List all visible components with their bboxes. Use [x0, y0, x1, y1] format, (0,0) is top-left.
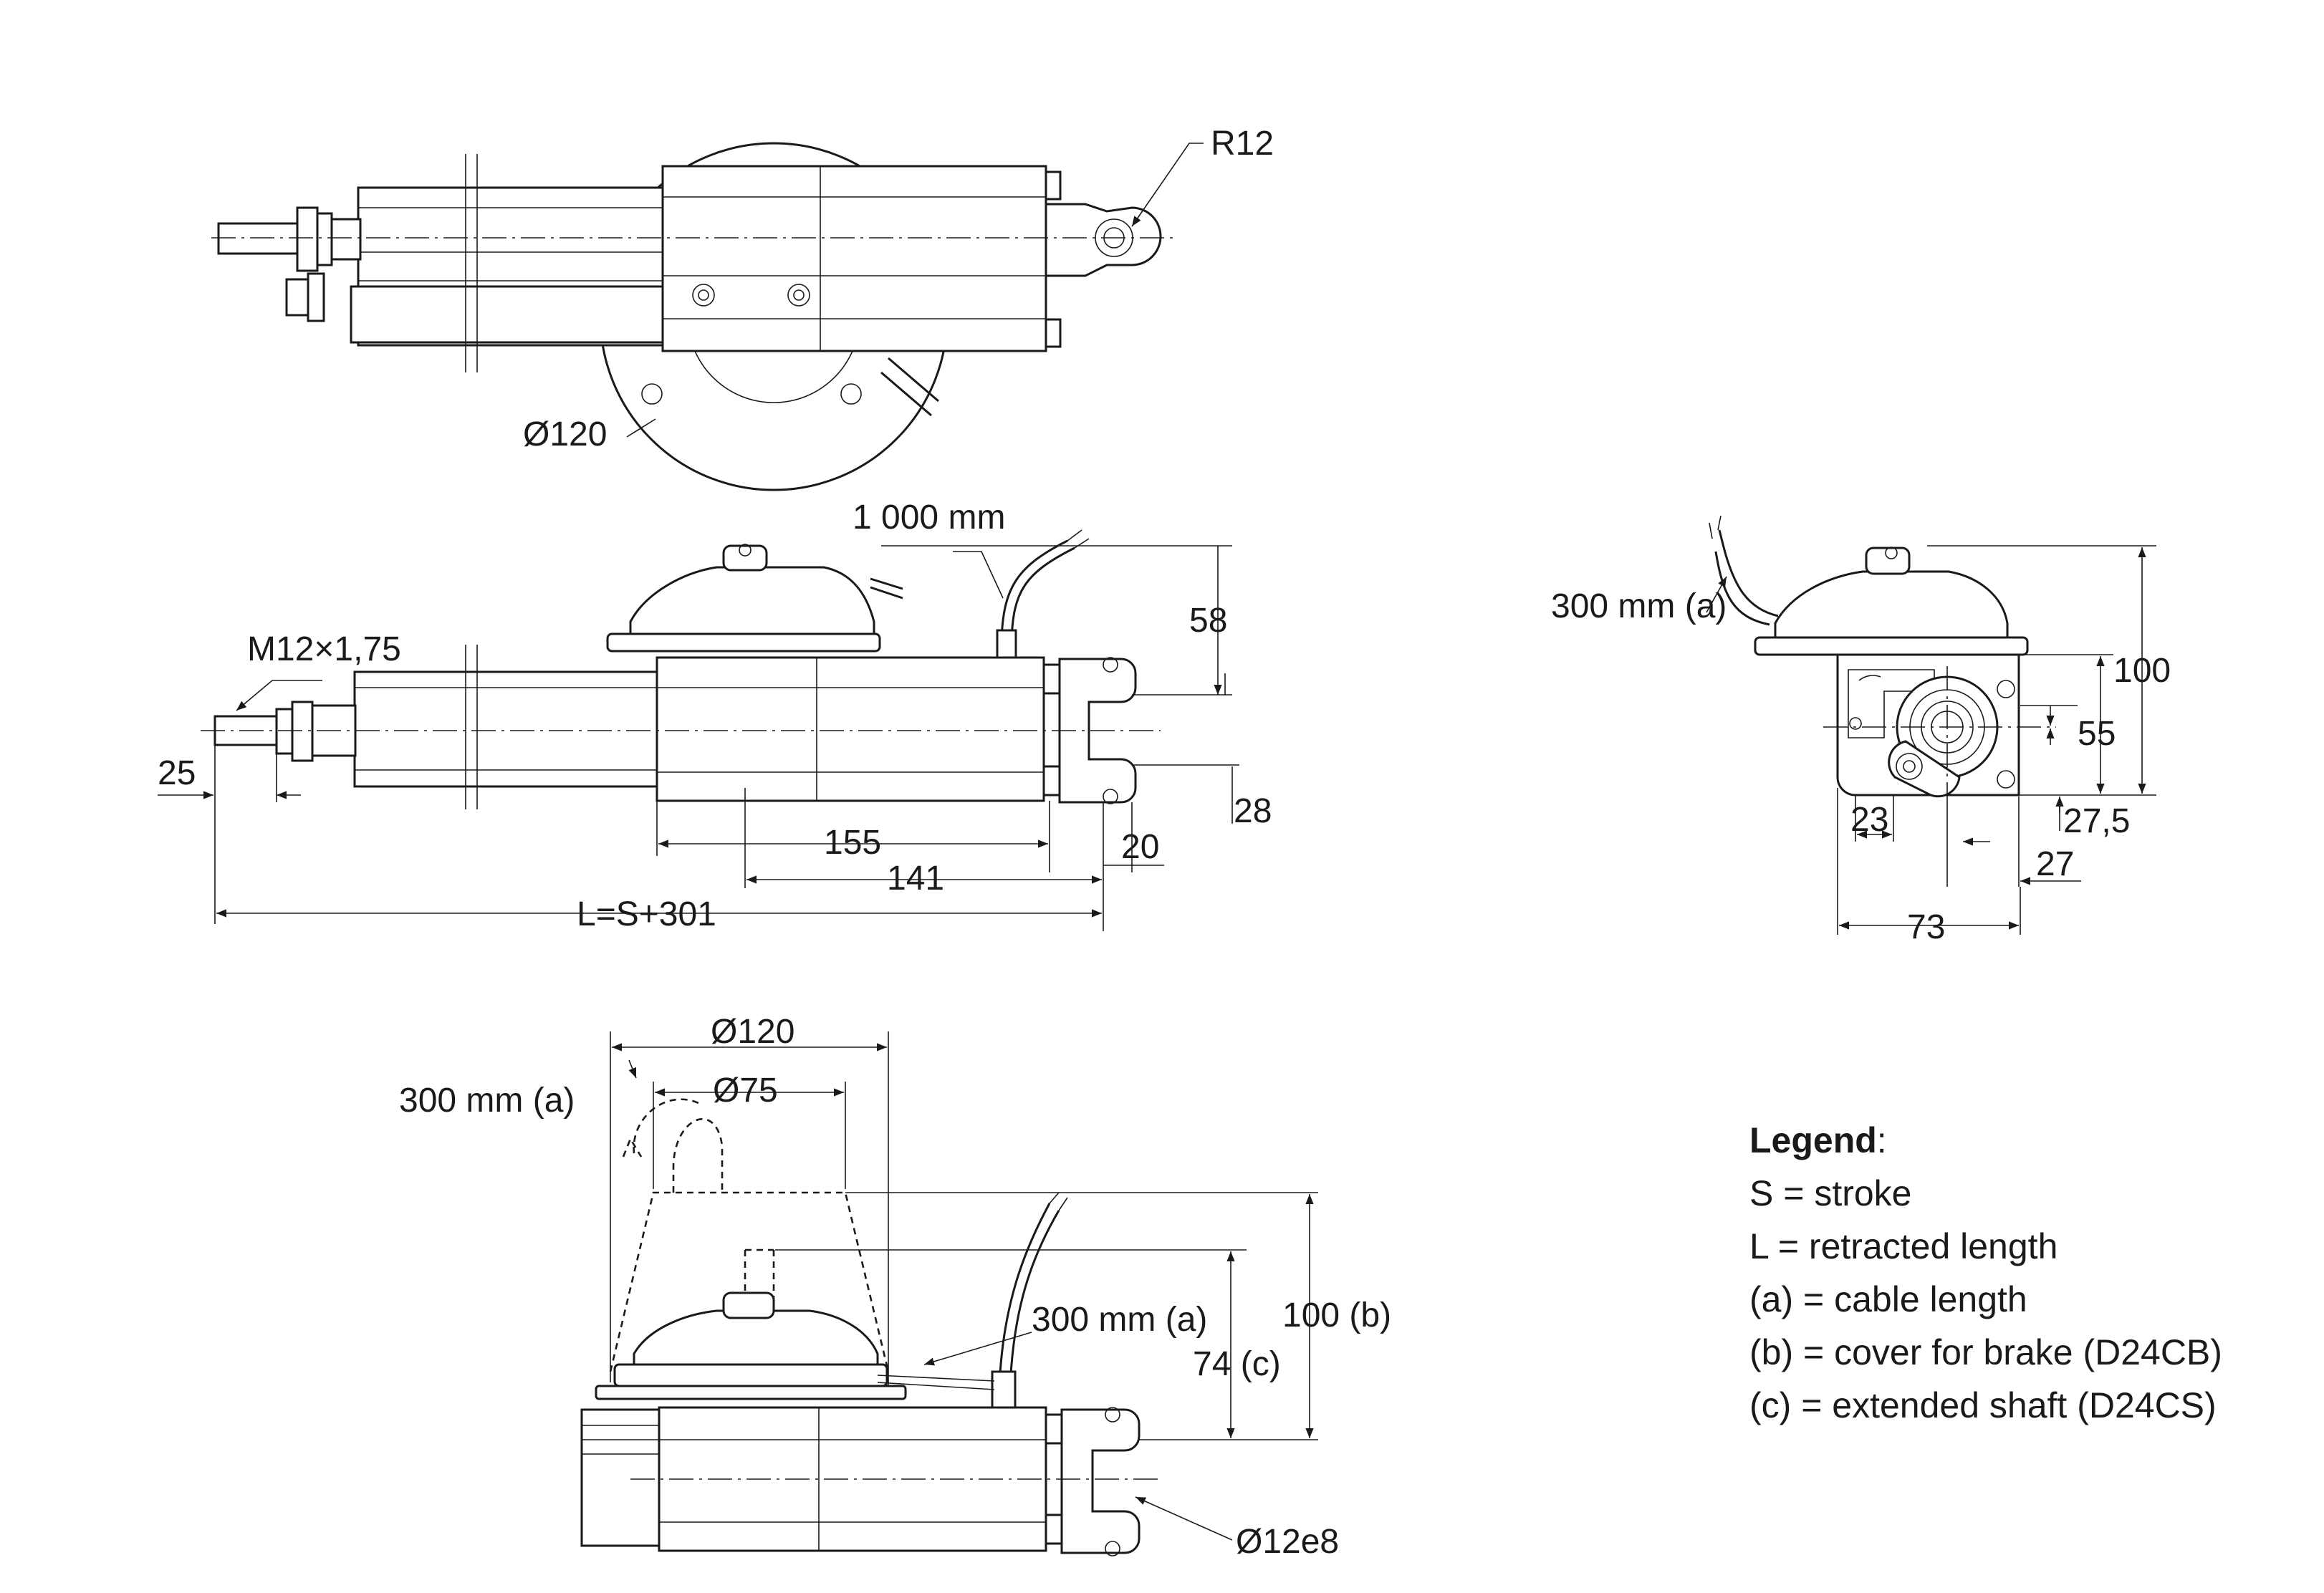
dim-28: 28 — [1234, 792, 1272, 830]
legend-item-cable-length: (a) = cable length — [1749, 1279, 2027, 1319]
dim-dia120-brake: Ø120 — [711, 1013, 794, 1051]
dim-dia12e8: Ø12e8 — [1236, 1523, 1339, 1561]
top-view-dimension-labels: R12 Ø120 — [523, 125, 1274, 453]
dim-55: 55 — [2078, 715, 2116, 753]
dim-dia75: Ø75 — [713, 1072, 778, 1110]
side-view-dimension-labels: 1 000 mm M12×1,75 58 25 28 155 141 20 L=… — [158, 499, 1272, 933]
dim-27-5: 27,5 — [2063, 802, 2130, 840]
dim-27: 27 — [2036, 845, 2074, 883]
dim-length: L=S+301 — [577, 895, 716, 933]
dim-cable-300a-left: 300 mm (a) — [399, 1082, 575, 1120]
side-view — [158, 529, 1239, 931]
legend-title-text: Legend — [1749, 1120, 1877, 1160]
dim-58: 58 — [1189, 602, 1227, 640]
dim-73: 73 — [1907, 908, 1945, 946]
dim-20: 20 — [1121, 828, 1159, 866]
dim-r12: R12 — [1211, 125, 1274, 163]
dim-25: 25 — [158, 754, 196, 792]
legend-item-stroke: S = stroke — [1749, 1173, 1912, 1213]
dim-141: 141 — [887, 860, 944, 897]
gearbox-housing — [661, 165, 1047, 352]
side-outer-tube — [353, 670, 661, 788]
dim-155: 155 — [824, 824, 881, 862]
dim-dia120-top: Ø120 — [523, 415, 607, 453]
dim-cable-300a-right: 300 mm (a) — [1032, 1301, 1207, 1339]
dim-cable-1000: 1 000 mm — [853, 499, 1005, 536]
dim-100: 100 — [2113, 652, 2171, 690]
brake-view — [580, 1031, 1318, 1556]
side-housing — [656, 656, 1045, 802]
legend-title-colon: : — [1876, 1120, 1887, 1160]
end-view-dimension-labels: 300 mm (a) 100 55 23 27,5 27 73 — [1551, 587, 2171, 946]
legend-item-retracted-length: L = retracted length — [1749, 1226, 2058, 1266]
legend-item-extended-shaft: (c) = extended shaft (D24CS) — [1749, 1385, 2217, 1425]
dim-100b: 100 (b) — [1282, 1296, 1391, 1334]
dim-thread: M12×1,75 — [247, 630, 401, 668]
dim-23: 23 — [1850, 801, 1888, 839]
top-view — [211, 142, 1204, 491]
brake-view-dimension-labels: Ø120 Ø75 300 mm (a) 300 mm (a) 100 (b) 7… — [399, 1013, 1391, 1561]
end-view — [1706, 515, 2156, 935]
dim-74c: 74 (c) — [1193, 1345, 1281, 1383]
legend-item-brake-cover: (b) = cover for brake (D24CB) — [1749, 1332, 2222, 1372]
legend: Legend: S = stroke L = retracted length … — [1749, 1114, 2222, 1432]
dim-cable-300a-end: 300 mm (a) — [1551, 587, 1727, 625]
legend-title: Legend: — [1749, 1114, 2222, 1167]
